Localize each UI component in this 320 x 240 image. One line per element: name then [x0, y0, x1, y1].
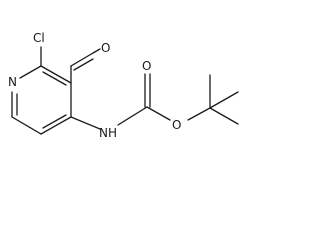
chlorine-label: Cl — [33, 31, 45, 45]
carbonyl-oxygen-label: O — [142, 59, 151, 73]
structure-canvas: N Cl O NH O O — [0, 0, 254, 148]
bond-c4-c3-inner — [42, 114, 67, 129]
pyridine-ring — [11, 65, 72, 135]
carbamate-group — [70, 73, 171, 130]
bond-cq-methyl-right — [209, 91, 239, 109]
bond-carbonyl-ester-o — [146, 106, 171, 121]
bond-cho-c-o-join — [92, 48, 101, 54]
ester-oxygen-label: O — [172, 118, 181, 132]
bond-c2-c1 — [40, 65, 72, 84]
bond-cho-c-o-double — [73, 58, 94, 71]
formyl-group — [70, 48, 101, 84]
bond-nh-carbonyl — [117, 106, 148, 126]
tert-butyl-group — [187, 74, 239, 125]
bond-c1-n — [19, 65, 42, 79]
chemical-structure-diagram: N Cl O NH O O — [8, 31, 239, 140]
bond-o-cq — [187, 107, 211, 121]
ring-nitrogen-label: N — [8, 75, 17, 89]
bond-c4-c3 — [40, 116, 72, 135]
carbamate-nh-label: NH — [99, 126, 117, 140]
bond-c3-nh — [70, 116, 101, 130]
bond-cq-methyl-bottom — [209, 107, 239, 125]
aldehyde-oxygen-label: O — [101, 41, 110, 55]
bond-c5-c4 — [11, 116, 42, 135]
bond-c2-c1-inner — [42, 71, 67, 86]
bond-cho-c-o — [70, 52, 94, 67]
